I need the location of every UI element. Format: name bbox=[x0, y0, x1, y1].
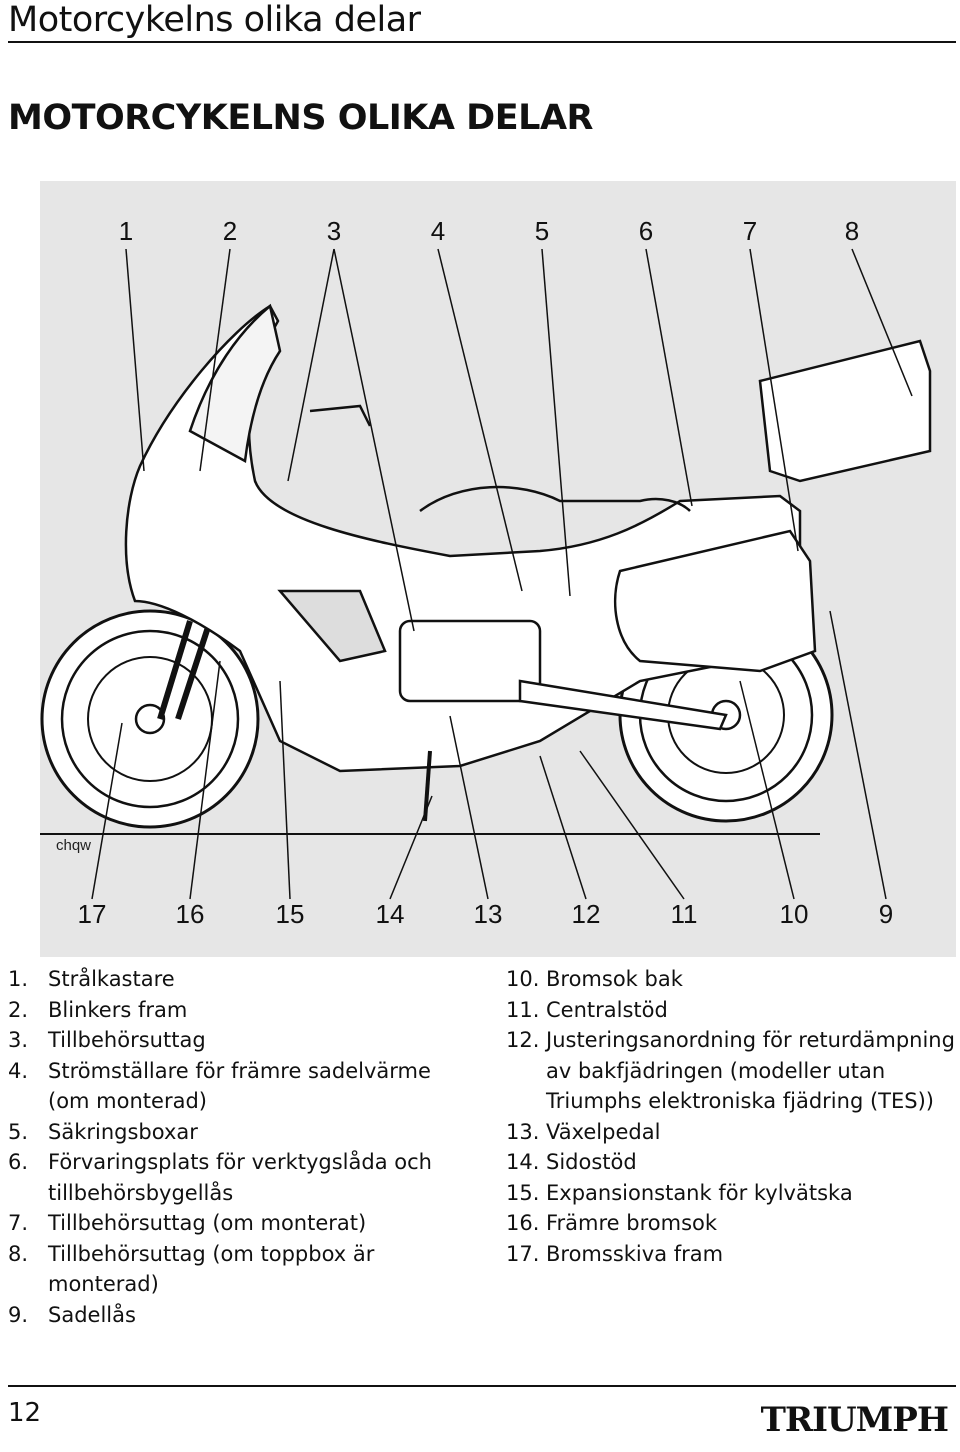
legend-item: 9. Sadellås bbox=[8, 1300, 478, 1331]
legend-item-number: 8. bbox=[8, 1241, 29, 1266]
legend-item-number: 11. bbox=[506, 997, 540, 1022]
callout-number: 6 bbox=[638, 216, 654, 246]
legend-item: 15.Expansionstank för kylvätska bbox=[506, 1178, 956, 1209]
callout-number: 5 bbox=[534, 216, 550, 246]
legend-item-number: 16. bbox=[506, 1211, 540, 1235]
legend-item-text: Tillbehörsuttag (om monterat) bbox=[48, 1211, 367, 1235]
callout-number: 3 bbox=[326, 216, 342, 246]
section-heading: MOTORCYKELNS OLIKA DELAR bbox=[8, 98, 593, 138]
callout-number: 1 bbox=[118, 216, 134, 246]
callout-number: 8 bbox=[844, 216, 860, 246]
page-number: 12 bbox=[8, 1398, 42, 1428]
footer-divider bbox=[8, 1385, 956, 1387]
legend-item-text: Blinkers fram bbox=[48, 997, 188, 1022]
legend-item: 5. Säkringsboxar bbox=[8, 1117, 478, 1148]
legend-item-number: 15. bbox=[506, 1180, 540, 1205]
legend-item: 13.Växelpedal bbox=[506, 1117, 956, 1148]
legend-item-text: Tillbehörsuttag (om toppbox är monterad) bbox=[48, 1241, 375, 1297]
legend-item-text: Förvaringsplats för verktygslåda och til… bbox=[48, 1150, 432, 1205]
legend-item-text: Bromsskiva fram bbox=[546, 1241, 724, 1266]
callout-number: 9 bbox=[878, 899, 894, 929]
legend-item-number: 12. bbox=[506, 1028, 540, 1052]
legend-item: 16.Främre bromsok bbox=[506, 1208, 956, 1239]
legend-item-number: 3. bbox=[8, 1028, 29, 1052]
legend-item: 4. Strömställare för främre sadelvärme (o… bbox=[8, 1056, 478, 1117]
legend-item: 2. Blinkers fram bbox=[8, 995, 478, 1026]
legend-item-text: Sadellås bbox=[48, 1302, 136, 1327]
callout-number: 15 bbox=[275, 899, 305, 929]
legend-item-text: Centralstöd bbox=[546, 997, 668, 1022]
legend-item-number: 14. bbox=[506, 1150, 540, 1174]
legend-item: 11.Centralstöd bbox=[506, 995, 956, 1026]
legend-item-number: 10. bbox=[506, 967, 540, 991]
legend-item-text: Expansionstank för kylvätska bbox=[546, 1180, 853, 1205]
legend-item: 10.Bromsok bak bbox=[506, 964, 956, 995]
legend-item: 6. Förvaringsplats för verktygslåda och t… bbox=[8, 1147, 478, 1208]
callout-number: 4 bbox=[430, 216, 446, 246]
legend-item-text: Bromsok bak bbox=[546, 967, 683, 991]
legend-item-number: 4. bbox=[8, 1058, 29, 1083]
motorcycle-illustration bbox=[40, 248, 932, 900]
legend-item-text: Säkringsboxar bbox=[48, 1119, 198, 1144]
figure-code: chqw bbox=[56, 837, 92, 854]
legend-item: 12.Justeringsanordning för returdämpning… bbox=[506, 1025, 956, 1117]
legend-item-text: Justeringsanordning för returdämpning av… bbox=[546, 1028, 955, 1113]
triumph-logo: TRIUMPH bbox=[760, 1400, 949, 1440]
header-divider bbox=[8, 41, 956, 43]
legend-item-number: 7. bbox=[8, 1211, 29, 1235]
callout-number: 17 bbox=[77, 899, 107, 929]
legend-item: 1. Strålkastare bbox=[8, 964, 478, 995]
page-header-title: Motorcykelns olika delar bbox=[8, 0, 421, 40]
motorcycle-figure: 1 2 3 4 5 6 7 8 chqw 17 16 15 14 13 12 1… bbox=[40, 181, 956, 957]
legend-item-text: Främre bromsok bbox=[546, 1211, 718, 1235]
legend-item-text: Tillbehörsuttag bbox=[48, 1028, 206, 1052]
legend-item: 8. Tillbehörsuttag (om toppbox är montera… bbox=[8, 1239, 478, 1300]
legend-item-number: 9. bbox=[8, 1302, 29, 1327]
legend-item: 7. Tillbehörsuttag (om monterat) bbox=[8, 1208, 478, 1239]
callout-number: 11 bbox=[670, 899, 698, 929]
parts-legend-right: 10.Bromsok bak 11.Centralstöd 12.Justeri… bbox=[506, 964, 956, 1269]
legend-item-number: 13. bbox=[506, 1119, 540, 1144]
legend-item-number: 1. bbox=[8, 967, 29, 991]
legend-item-text: Sidostöd bbox=[546, 1150, 637, 1174]
legend-item-number: 17. bbox=[506, 1241, 540, 1266]
callout-number: 16 bbox=[175, 899, 205, 929]
callout-number: 7 bbox=[742, 216, 758, 246]
legend-item-number: 2. bbox=[8, 997, 29, 1022]
callout-number: 13 bbox=[473, 899, 503, 929]
legend-item-text: Strömställare för främre sadelvärme (om … bbox=[48, 1058, 431, 1114]
legend-item-number: 6. bbox=[8, 1150, 29, 1174]
callout-number: 12 bbox=[571, 899, 601, 929]
legend-item-text: Växelpedal bbox=[546, 1119, 661, 1144]
legend-item-number: 5. bbox=[8, 1119, 29, 1144]
callout-number: 2 bbox=[222, 216, 238, 246]
parts-legend-left: 1. Strålkastare 2. Blinkers fram 3. Tillbeh… bbox=[8, 964, 478, 1330]
legend-item: 17.Bromsskiva fram bbox=[506, 1239, 956, 1270]
legend-item: 3. Tillbehörsuttag bbox=[8, 1025, 478, 1056]
legend-item: 14.Sidostöd bbox=[506, 1147, 956, 1178]
callout-number: 10 bbox=[779, 899, 809, 929]
legend-item-text: Strålkastare bbox=[48, 967, 175, 991]
callout-number: 14 bbox=[375, 899, 405, 929]
